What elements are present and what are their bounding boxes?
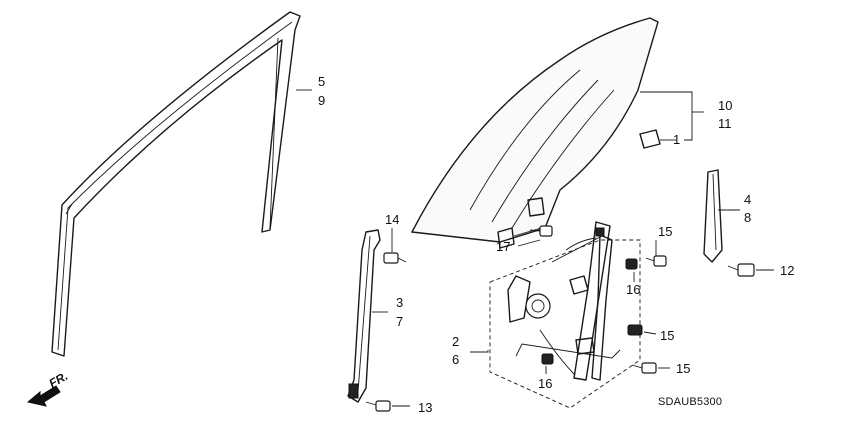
door-sash-channel [51,11,301,357]
callout-16-upper: 16 [626,282,640,297]
callout-7: 7 [396,314,403,329]
front-run-channel [347,229,381,403]
diagram-code: SDAUB5300 [658,396,722,408]
callout-5: 5 [318,74,325,89]
bolt-16-lower [541,353,554,365]
bolt-13 [365,400,391,412]
callout-1: 1 [673,132,680,147]
callout-17: 17 [496,239,510,254]
callout-11: 11 [718,116,732,131]
callout-15-upper: 15 [658,224,672,239]
callout-15-lower: 15 [676,361,690,376]
callout-4: 4 [744,192,751,207]
callout-2: 2 [452,334,459,349]
door-glass [410,17,659,243]
leader-lines [296,89,774,407]
callout-15-middle: 15 [660,328,674,343]
callout-9: 9 [318,93,325,108]
front-direction-arrow: FR. [26,369,71,407]
callout-8: 8 [744,210,751,225]
callout-13: 13 [418,400,432,415]
window-regulator [489,221,641,409]
glass-sticker [639,129,661,149]
arrow-icon [26,385,61,407]
callout-6: 6 [452,352,459,367]
callout-16-lower: 16 [538,376,552,391]
rear-run-channel [703,169,723,263]
bolt-15-upper [645,255,667,267]
bolt-15-lower [631,362,657,374]
callout-12: 12 [780,263,794,278]
orientation-label: FR. [47,369,71,391]
bolt-17 [529,225,553,237]
callout-14: 14 [385,212,399,227]
callout-3: 3 [396,295,403,310]
bolt-14 [383,252,407,264]
bolt-16-upper [625,258,638,270]
callouts: 5 9 10 11 1 4 8 12 14 17 15 16 3 7 2 6 1… [318,74,794,415]
bolt-12 [727,263,755,277]
bolt-15-middle [627,324,643,336]
callout-10: 10 [718,98,732,113]
